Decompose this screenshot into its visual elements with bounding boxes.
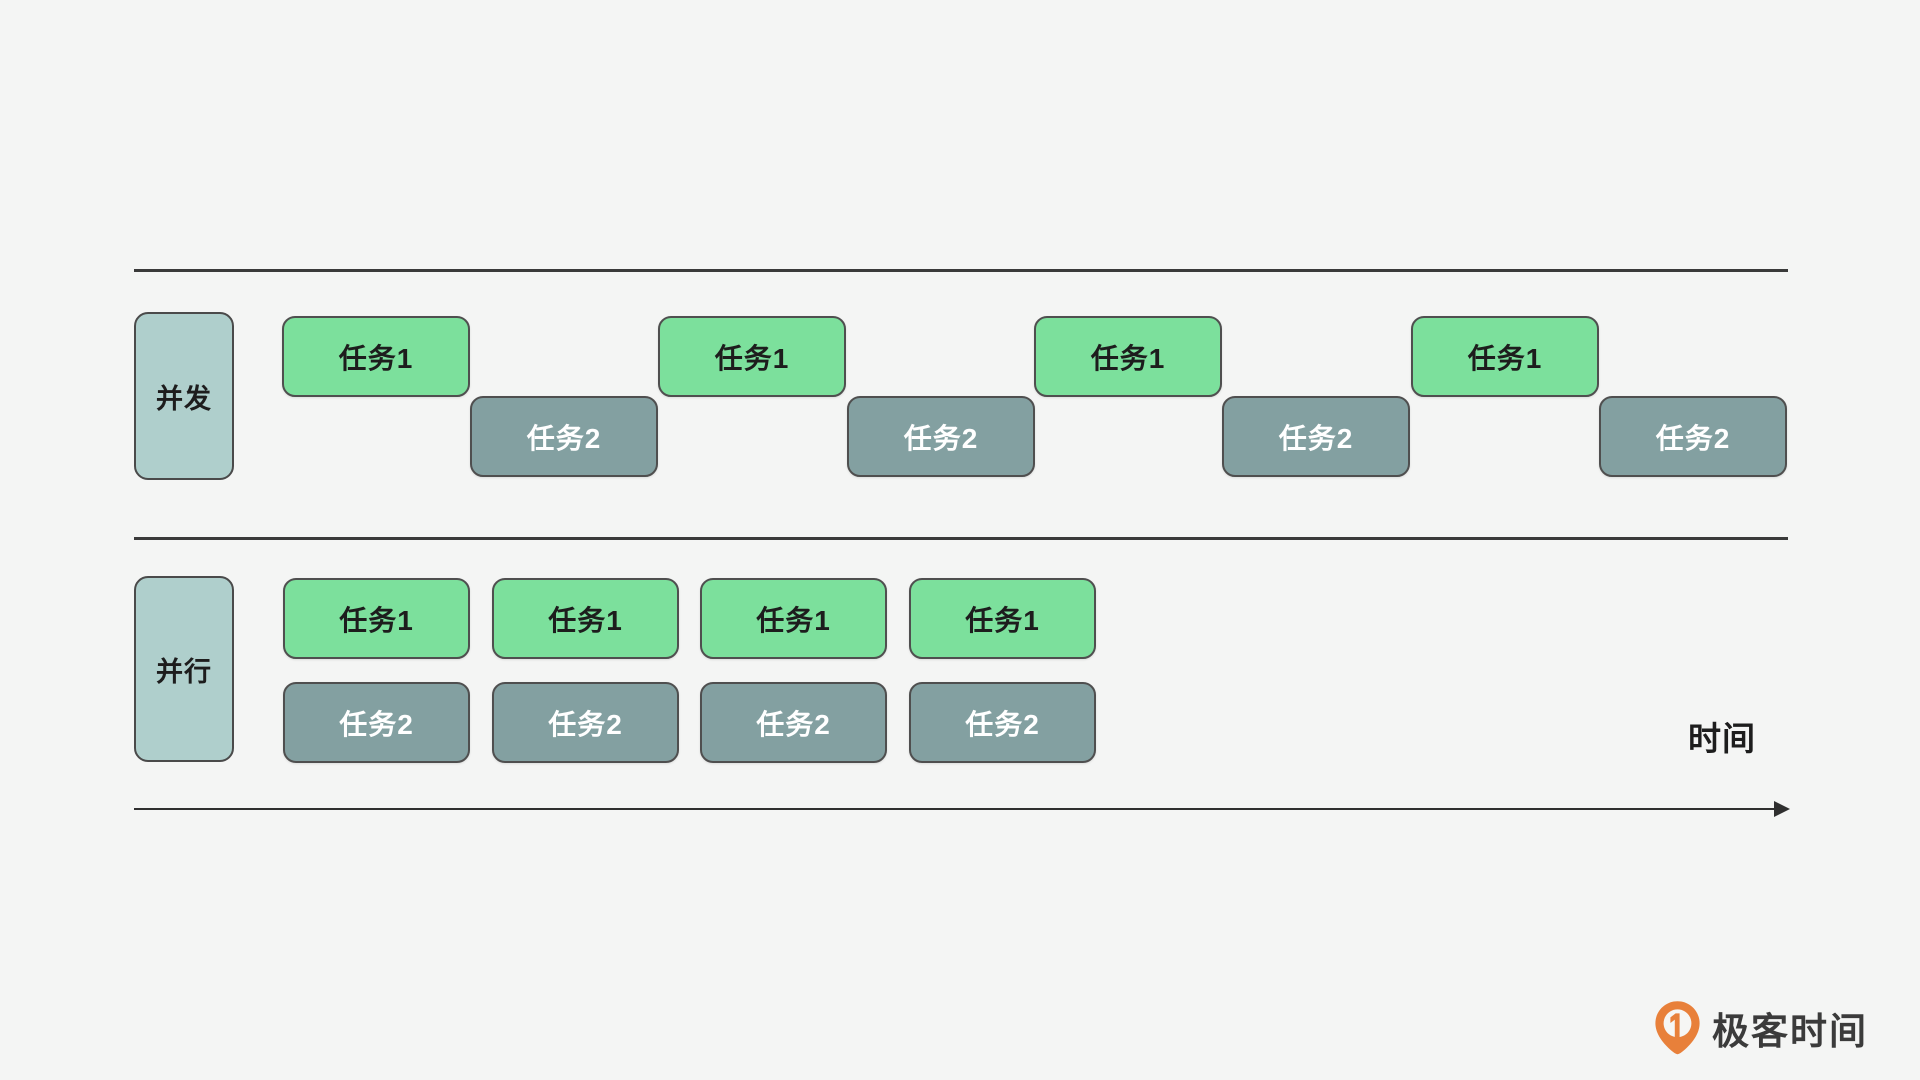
task-block-concurrent-t1: 任务1 — [658, 316, 846, 397]
time-axis-line — [134, 808, 1788, 810]
task-block-label: 任务2 — [526, 422, 602, 454]
task-block-concurrent-t1: 任务1 — [1411, 316, 1599, 397]
task-block-concurrent-t2: 任务2 — [470, 396, 658, 477]
task-block-label: 任务2 — [965, 708, 1040, 740]
geektime-pin-icon — [1654, 1000, 1701, 1055]
divider-line-middle — [134, 537, 1788, 540]
task-block-parallel-t2: 任务2 — [909, 682, 1096, 763]
task-block-label: 任务1 — [1467, 342, 1543, 374]
brand-name: 极客时间 — [1712, 1010, 1868, 1052]
row-label-concurrent-text: 并发 — [156, 383, 212, 414]
task-block-label: 任务2 — [548, 708, 623, 740]
task-block-concurrent-t1: 任务1 — [282, 316, 470, 397]
row-label-parallel-text: 并行 — [156, 656, 212, 687]
task-block-concurrent-t2: 任务2 — [847, 396, 1035, 477]
task-block-concurrent-t2: 任务2 — [1222, 396, 1410, 477]
arrow-right-icon — [1774, 801, 1790, 817]
divider-line-top — [134, 269, 1788, 272]
task-block-label: 任务1 — [1090, 342, 1166, 374]
row-label-concurrent: 并发 — [134, 312, 234, 480]
task-block-parallel-t1: 任务1 — [492, 578, 679, 659]
task-block-label: 任务1 — [548, 604, 623, 636]
task-block-label: 任务1 — [756, 604, 831, 636]
task-block-concurrent-t2: 任务2 — [1599, 396, 1787, 477]
task-block-label: 任务2 — [903, 422, 979, 454]
row-label-parallel: 并行 — [134, 576, 234, 762]
task-block-label: 任务2 — [339, 708, 414, 740]
time-axis — [134, 801, 1790, 817]
task-block-label: 任务2 — [756, 708, 831, 740]
task-block-label: 任务1 — [965, 604, 1040, 636]
task-block-label: 任务1 — [339, 604, 414, 636]
task-block-parallel-t1: 任务1 — [283, 578, 470, 659]
task-block-label: 任务1 — [338, 342, 414, 374]
task-block-parallel-t2: 任务2 — [283, 682, 470, 763]
task-block-label: 任务2 — [1278, 422, 1354, 454]
task-block-parallel-t1: 任务1 — [700, 578, 887, 659]
task-block-label: 任务1 — [714, 342, 790, 374]
task-block-concurrent-t1: 任务1 — [1034, 316, 1222, 397]
time-axis-label: 时间 — [1688, 720, 1756, 757]
task-block-parallel-t2: 任务2 — [492, 682, 679, 763]
brand-logo: 极客时间 — [1654, 1000, 1868, 1055]
task-block-parallel-t1: 任务1 — [909, 578, 1096, 659]
task-block-label: 任务2 — [1655, 422, 1731, 454]
task-block-parallel-t2: 任务2 — [700, 682, 887, 763]
